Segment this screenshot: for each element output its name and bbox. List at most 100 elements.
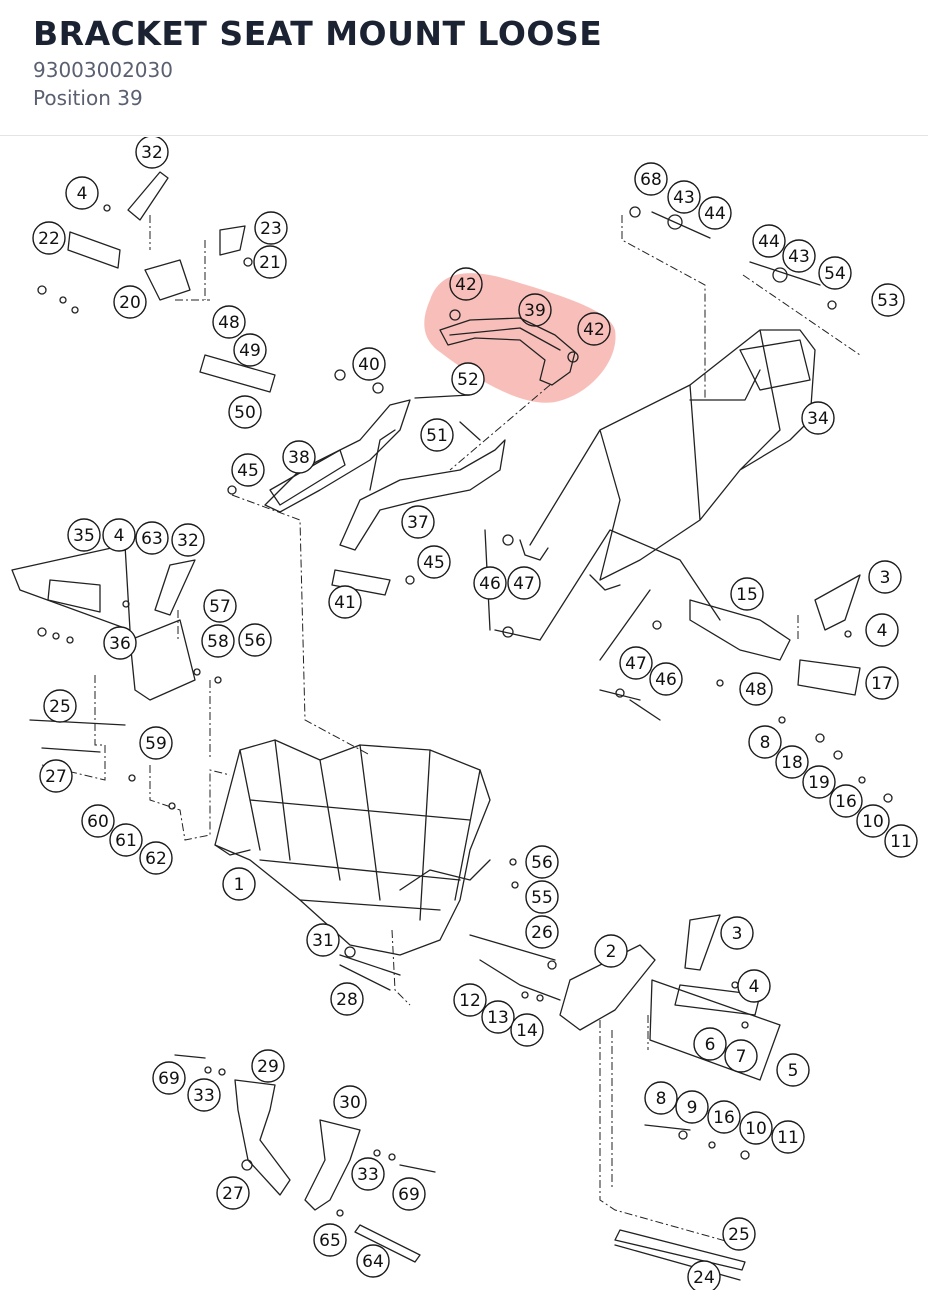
callout-46[interactable]: 46 [649, 662, 683, 696]
callout-13[interactable]: 13 [481, 1000, 515, 1034]
callout-64[interactable]: 64 [356, 1244, 390, 1278]
callout-43[interactable]: 43 [782, 239, 816, 273]
callout-6[interactable]: 6 [693, 1027, 727, 1061]
callout-48[interactable]: 48 [739, 672, 773, 706]
callout-24[interactable]: 24 [687, 1260, 721, 1294]
callout-11[interactable]: 11 [771, 1120, 805, 1154]
callout-44[interactable]: 44 [752, 224, 786, 258]
callout-4[interactable]: 4 [737, 969, 771, 1003]
callout-21[interactable]: 21 [253, 245, 287, 279]
callout-45[interactable]: 45 [417, 545, 451, 579]
callout-18[interactable]: 18 [775, 745, 809, 779]
callout-62[interactable]: 62 [139, 841, 173, 875]
callout-1[interactable]: 1 [222, 867, 256, 901]
callout-61[interactable]: 61 [109, 823, 143, 857]
callout-45[interactable]: 45 [231, 453, 265, 487]
callout-47[interactable]: 47 [507, 566, 541, 600]
callout-42[interactable]: 42 [449, 267, 483, 301]
callout-8[interactable]: 8 [644, 1081, 678, 1115]
callout-circle [352, 347, 386, 381]
callout-30[interactable]: 30 [333, 1085, 367, 1119]
callout-4[interactable]: 4 [65, 176, 99, 210]
callout-49[interactable]: 49 [233, 333, 267, 367]
callout-36[interactable]: 36 [103, 626, 137, 660]
callout-50[interactable]: 50 [228, 395, 262, 429]
callout-20[interactable]: 20 [113, 285, 147, 319]
callout-3[interactable]: 3 [720, 916, 754, 950]
callout-14[interactable]: 14 [510, 1013, 544, 1047]
callout-circle [43, 689, 77, 723]
callout-circle [619, 646, 653, 680]
callout-33[interactable]: 33 [187, 1078, 221, 1112]
callout-69[interactable]: 69 [392, 1177, 426, 1211]
callout-42[interactable]: 42 [577, 312, 611, 346]
callout-10[interactable]: 10 [739, 1111, 773, 1145]
callout-39[interactable]: 39 [518, 293, 552, 327]
callout-23[interactable]: 23 [254, 211, 288, 245]
callout-52[interactable]: 52 [451, 362, 485, 396]
callout-53[interactable]: 53 [871, 283, 905, 317]
callout-10[interactable]: 10 [856, 804, 890, 838]
callout-number: 10 [745, 1119, 767, 1139]
callout-51[interactable]: 51 [420, 418, 454, 452]
callout-68[interactable]: 68 [634, 162, 668, 196]
callout-circle [417, 545, 451, 579]
position-label: Position 39 [33, 86, 143, 110]
callout-number: 27 [45, 767, 67, 787]
callout-54[interactable]: 54 [818, 256, 852, 290]
callout-9[interactable]: 9 [675, 1090, 709, 1124]
callout-44[interactable]: 44 [698, 196, 732, 230]
callout-69[interactable]: 69 [152, 1061, 186, 1095]
callout-38[interactable]: 38 [282, 440, 316, 474]
callout-60[interactable]: 60 [81, 804, 115, 838]
callout-5[interactable]: 5 [776, 1053, 810, 1087]
callout-19[interactable]: 19 [802, 765, 836, 799]
callout-number: 48 [218, 313, 240, 333]
callout-16[interactable]: 16 [829, 784, 863, 818]
callout-58[interactable]: 58 [201, 624, 235, 658]
callout-15[interactable]: 15 [730, 577, 764, 611]
callout-55[interactable]: 55 [525, 880, 559, 914]
callout-29[interactable]: 29 [251, 1049, 285, 1083]
callout-31[interactable]: 31 [306, 923, 340, 957]
callout-56[interactable]: 56 [238, 623, 272, 657]
callout-33[interactable]: 33 [351, 1157, 385, 1191]
callout-28[interactable]: 28 [330, 982, 364, 1016]
callout-26[interactable]: 26 [525, 915, 559, 949]
callout-43[interactable]: 43 [667, 180, 701, 214]
callout-circle [282, 440, 316, 474]
callout-47[interactable]: 47 [619, 646, 653, 680]
callout-number: 27 [222, 1184, 244, 1204]
callout-7[interactable]: 7 [724, 1039, 758, 1073]
callout-11[interactable]: 11 [884, 824, 918, 858]
callout-27[interactable]: 27 [216, 1176, 250, 1210]
callout-4[interactable]: 4 [865, 613, 899, 647]
callout-59[interactable]: 59 [139, 726, 173, 760]
callout-32[interactable]: 32 [171, 523, 205, 557]
callout-57[interactable]: 57 [203, 589, 237, 623]
callout-46[interactable]: 46 [473, 566, 507, 600]
callout-4[interactable]: 4 [102, 518, 136, 552]
callout-25[interactable]: 25 [43, 689, 77, 723]
part-number: 93003002030 [33, 58, 173, 82]
callout-32[interactable]: 32 [135, 135, 169, 169]
callout-37[interactable]: 37 [401, 505, 435, 539]
callout-56[interactable]: 56 [525, 845, 559, 879]
callout-27[interactable]: 27 [39, 759, 73, 793]
callout-65[interactable]: 65 [313, 1223, 347, 1257]
callout-12[interactable]: 12 [453, 983, 487, 1017]
callout-34[interactable]: 34 [801, 401, 835, 435]
callout-40[interactable]: 40 [352, 347, 386, 381]
callout-22[interactable]: 22 [32, 221, 66, 255]
callout-41[interactable]: 41 [328, 585, 362, 619]
callout-16[interactable]: 16 [707, 1100, 741, 1134]
callout-35[interactable]: 35 [67, 518, 101, 552]
callout-17[interactable]: 17 [865, 666, 899, 700]
callout-48[interactable]: 48 [212, 305, 246, 339]
callout-2[interactable]: 2 [594, 934, 628, 968]
callout-number: 19 [808, 773, 830, 793]
callout-8[interactable]: 8 [748, 725, 782, 759]
callout-63[interactable]: 63 [135, 521, 169, 555]
callout-25[interactable]: 25 [722, 1217, 756, 1251]
callout-3[interactable]: 3 [868, 560, 902, 594]
